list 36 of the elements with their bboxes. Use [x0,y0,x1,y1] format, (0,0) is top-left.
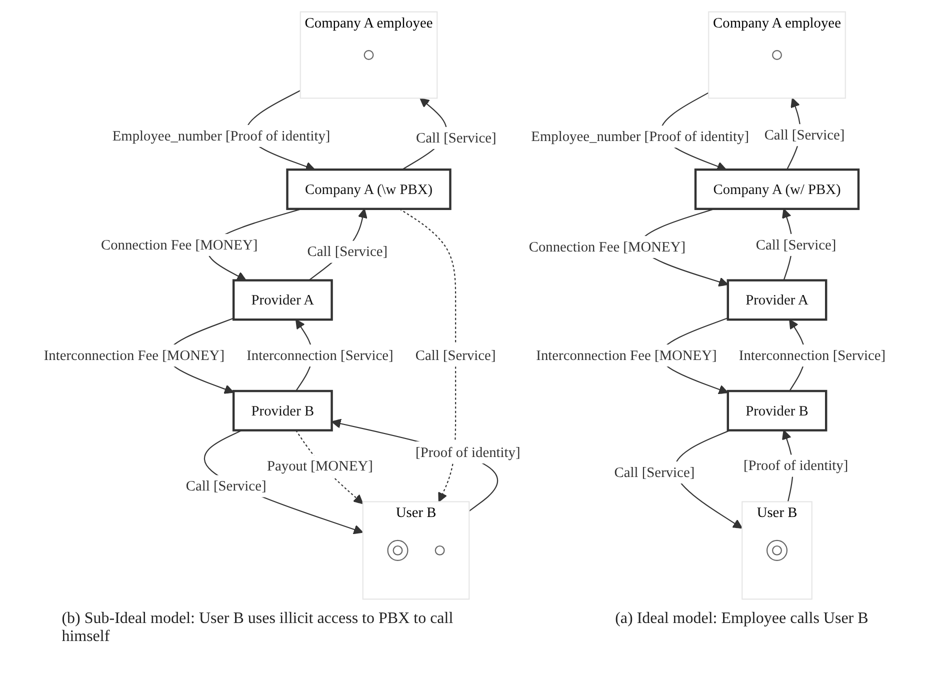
node-box: Company A (\w PBX) [286,168,452,210]
edge-label: Interconnection Fee [MONEY] [44,346,225,363]
edge-label: Call [Service] [186,476,267,494]
node-circle [388,539,409,560]
edge-label: Call [Service] [756,236,836,252]
edge-label: Employee_number [Proof of identity] [112,126,330,144]
node-circle [364,50,374,60]
node-box: Provider A [727,278,828,320]
node-box: Provider A [232,278,334,320]
edge-label: [Proof of identity] [744,456,848,473]
edge-label: [Proof of identity] [416,443,521,460]
edge-label: Payout [MONEY] [267,456,374,474]
figure-caption: (b) Sub-Ideal model: User B uses illicit access to PBX to call himself [62,610,454,646]
edge-label: Call [Service] [764,126,845,142]
edge-label: Interconnection [Service] [739,346,886,363]
edge-label: Connection Fee [MONEY] [529,238,686,254]
edge-label: Call [Service] [416,128,497,146]
node-circle [766,539,788,560]
edge-label: Employee_number [Proof of identity] [531,127,750,144]
node-box: Provider B [727,389,828,431]
node-circle [435,544,446,555]
cluster: Company A employee [300,10,438,98]
figure-caption: (a) Ideal model: Employee calls User B [615,610,868,629]
node-box: Provider B [232,389,334,431]
arrow [400,208,456,502]
edge-label: Call [Service] [614,463,695,480]
edge-label: Call [Service] [308,242,388,260]
cluster: User B [742,500,813,600]
edge-label: Interconnection Fee [MONEY] [536,346,718,363]
edge-label: Call [Service] [416,346,496,363]
node-box: Company A (w/ PBX) [694,168,860,210]
edge-label: Connection Fee [MONEY] [101,236,258,252]
cluster: User B [362,500,470,600]
node-circle [772,50,782,60]
cluster: Company A employee [708,10,846,98]
edge-label: Interconnection [Service] [246,346,394,363]
